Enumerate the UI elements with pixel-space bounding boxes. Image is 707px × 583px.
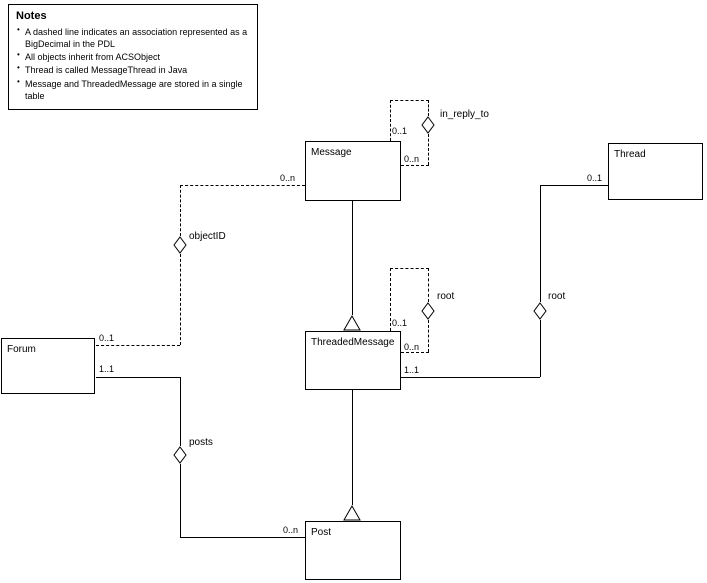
multiplicity: 0..1 (392, 318, 408, 328)
aggregation-diamond-object-id (173, 236, 187, 254)
aggregation-diamond-root-self (421, 302, 435, 320)
root-self-line-segment (428, 320, 429, 352)
in-reply-to-line-segment (428, 134, 429, 165)
association-label-posts: posts (189, 437, 213, 448)
class-name: Forum (7, 344, 36, 355)
posts-line-segment (180, 537, 305, 538)
in-reply-to-line-segment (401, 165, 429, 166)
note-item: Thread is called MessageThread in Java (16, 63, 250, 76)
posts-line-segment (180, 377, 181, 446)
in-reply-to-line-segment (390, 100, 391, 141)
note-item: Message and ThreadedMessage are stored i… (16, 77, 250, 102)
multiplicity: 0..1 (99, 333, 115, 343)
note-item: All objects inherit from ACSObject (16, 50, 250, 63)
class-name: ThreadedMessage (311, 337, 395, 348)
thread-root-line-segment (540, 185, 608, 186)
multiplicity: 0..1 (392, 126, 408, 136)
note-item: A dashed line indicates an association r… (16, 25, 250, 50)
generalization-line-message (352, 201, 353, 315)
thread-root-line-segment (540, 320, 541, 377)
class-name: Thread (614, 149, 646, 160)
notes-panel: Notes A dashed line indicates an associa… (8, 4, 258, 110)
class-box-post: Post (305, 521, 401, 580)
thread-root-line-segment (540, 185, 541, 302)
class-box-thread: Thread (608, 143, 703, 200)
association-label-object-id: objectID (189, 231, 226, 242)
object-id-line-segment (96, 345, 180, 346)
multiplicity: 0..n (404, 154, 420, 164)
multiplicity: 1..1 (99, 364, 115, 374)
aggregation-diamond-thread-root (533, 302, 547, 320)
notes-title: Notes (16, 10, 47, 22)
class-name: Post (311, 527, 332, 538)
root-self-line-segment (390, 268, 429, 269)
multiplicity: 0..1 (587, 173, 603, 183)
multiplicity: 0..n (404, 342, 420, 352)
root-self-line-segment (401, 352, 429, 353)
multiplicity: 0..n (283, 525, 299, 535)
association-label-thread-root: root (548, 291, 566, 302)
in-reply-to-line-segment (390, 100, 429, 101)
class-box-message: Message (305, 141, 401, 201)
object-id-line-segment (180, 185, 305, 186)
generalization-line-post (352, 390, 353, 505)
root-self-line-segment (390, 268, 391, 331)
generalization-arrow-threaded-message (343, 315, 361, 331)
object-id-line-segment (180, 185, 181, 236)
multiplicity: 0..n (280, 173, 296, 183)
class-name: Message (311, 147, 352, 158)
class-box-forum: Forum (1, 338, 95, 394)
posts-line-segment (96, 377, 180, 378)
association-label-root-self: root (437, 291, 455, 302)
in-reply-to-line-segment (428, 100, 429, 116)
thread-root-line-segment (401, 377, 540, 378)
generalization-arrow-post (343, 505, 361, 521)
multiplicity: 1..1 (404, 365, 420, 375)
posts-line-segment (180, 464, 181, 537)
class-box-threaded-message: ThreadedMessage (305, 331, 401, 390)
root-self-line-segment (428, 268, 429, 302)
aggregation-diamond-posts (173, 446, 187, 464)
association-label-in-reply-to: in_reply_to (440, 109, 489, 120)
object-id-line-segment (180, 254, 181, 345)
aggregation-diamond-in-reply-to (421, 116, 435, 134)
